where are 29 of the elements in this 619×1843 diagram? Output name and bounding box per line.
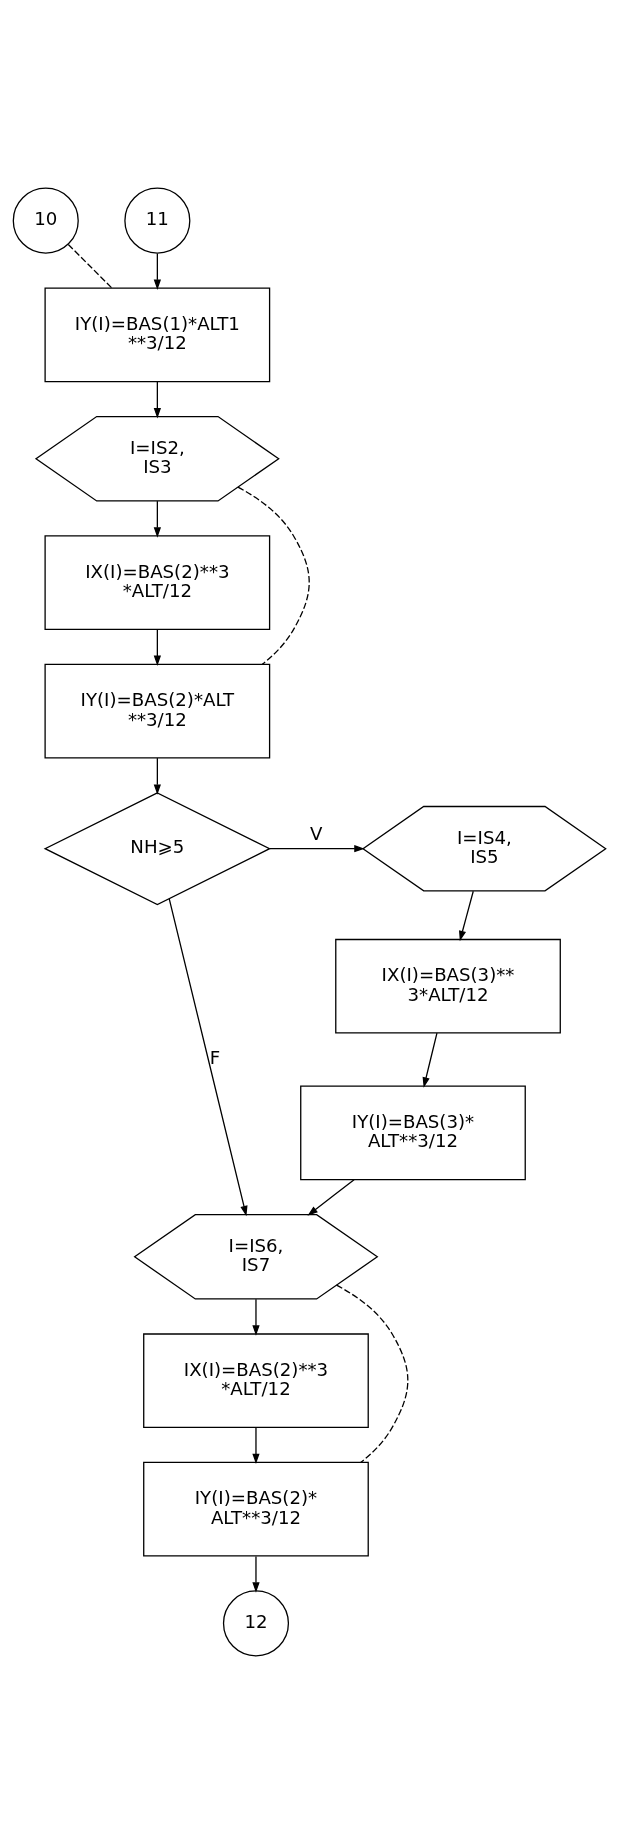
node-circle: 12 bbox=[222, 1589, 290, 1656]
node-box: IX(I)=BAS(3)** 3*ALT/12 bbox=[335, 938, 561, 1034]
arrow bbox=[153, 380, 161, 418]
node-box: IY(I)=BAS(2)*ALT **3/12 bbox=[44, 663, 271, 758]
arrow bbox=[252, 1426, 260, 1464]
node-box: IY(I)=BAS(3)* ALT**3/12 bbox=[300, 1085, 526, 1180]
connector bbox=[335, 1284, 409, 1463]
connector bbox=[237, 486, 310, 665]
arrow bbox=[307, 1178, 355, 1216]
node-box: IY(I)=BAS(2)* ALT**3/12 bbox=[143, 1461, 369, 1557]
node-box: IX(I)=BAS(2)**3 *ALT/12 bbox=[143, 1332, 369, 1428]
arrow bbox=[459, 890, 474, 941]
arrow bbox=[252, 1555, 260, 1593]
connector bbox=[67, 243, 113, 289]
arrow bbox=[168, 897, 248, 1216]
node-circle: 11 bbox=[124, 187, 191, 254]
node-circle: 10 bbox=[12, 187, 79, 254]
node-box: IY(I)=BAS(1)*ALT1 **3/12 bbox=[44, 286, 271, 382]
edge-label: F bbox=[209, 1046, 221, 1068]
arrow bbox=[252, 1298, 260, 1336]
arrow bbox=[153, 756, 161, 795]
arrow bbox=[153, 499, 161, 538]
arrow bbox=[269, 844, 365, 852]
arrow bbox=[422, 1031, 438, 1088]
node-box: IX(I)=BAS(2)**3 *ALT/12 bbox=[44, 534, 271, 630]
arrow bbox=[153, 628, 161, 666]
node-diamond: NH⩾5 bbox=[43, 791, 272, 905]
arrow bbox=[153, 252, 161, 290]
edge-label: V bbox=[310, 822, 323, 844]
